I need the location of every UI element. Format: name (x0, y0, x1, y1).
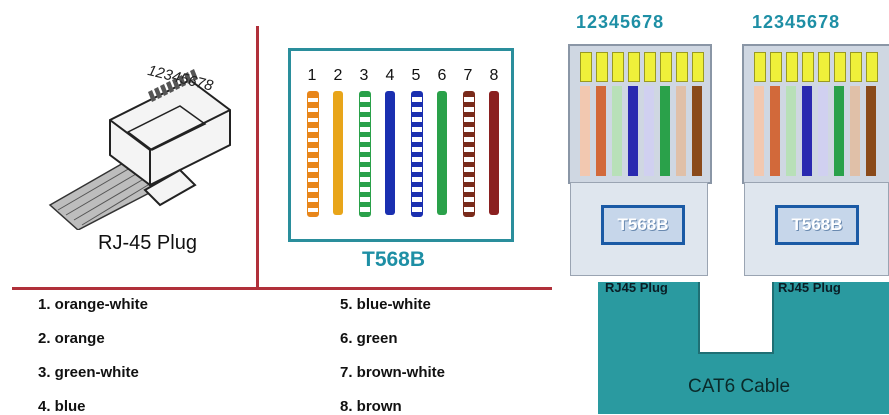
connector-2-plug-label: RJ45 Plug (778, 280, 841, 295)
cable-gap (698, 282, 774, 354)
connector-1-plug-label: RJ45 Plug (605, 280, 668, 295)
cable-label: CAT6 Cable (688, 376, 790, 398)
t568b-caption: T568B (362, 248, 425, 272)
wire-green-white (359, 91, 371, 217)
pin-number-6: 6 (432, 67, 452, 85)
pin-number-8: 8 (484, 67, 504, 85)
connector-2-pin-numbers: 12345678 (752, 12, 840, 33)
pin-number-3: 3 (354, 67, 374, 85)
wire-green (437, 91, 447, 215)
legend-item-4: 4. blue (38, 398, 86, 415)
pin-number-1: 1 (302, 67, 322, 85)
pin-number-2: 2 (328, 67, 348, 85)
wire-brown-white (463, 91, 475, 217)
connector-2-standard: T568B (775, 205, 859, 245)
pin-number-5: 5 (406, 67, 426, 85)
legend-item-6: 6. green (340, 330, 398, 347)
horizontal-divider (12, 287, 552, 290)
connector-1-housing (568, 44, 712, 184)
connector-1-body: T568B (570, 182, 708, 276)
pin-number-4: 4 (380, 67, 400, 85)
plug-caption: RJ-45 Plug (98, 232, 197, 255)
connector-2-wires (744, 86, 889, 182)
legend-item-5: 5. blue-white (340, 296, 431, 313)
legend-item-7: 7. brown-white (340, 364, 445, 381)
t568b-pin-box: 1 2 3 4 5 6 7 8 (288, 48, 514, 242)
legend-item-2: 2. orange (38, 330, 105, 347)
legend-item-3: 3. green-white (38, 364, 139, 381)
connector-2-body: T568B (744, 182, 889, 276)
connector-1-standard: T568B (601, 205, 685, 245)
wire-brown (489, 91, 499, 215)
connector-1-pin-numbers: 12345678 (576, 12, 664, 33)
rj45-plug-illustration (30, 50, 260, 230)
pin-number-7: 7 (458, 67, 478, 85)
wire-orange (333, 91, 343, 215)
legend-item-8: 8. brown (340, 398, 402, 415)
wire-orange-white (307, 91, 319, 217)
connector-2-housing (742, 44, 889, 184)
legend-item-1: 1. orange-white (38, 296, 148, 313)
wire-blue (385, 91, 395, 215)
connector-1-wires (570, 86, 710, 182)
wire-blue-white (411, 91, 423, 217)
